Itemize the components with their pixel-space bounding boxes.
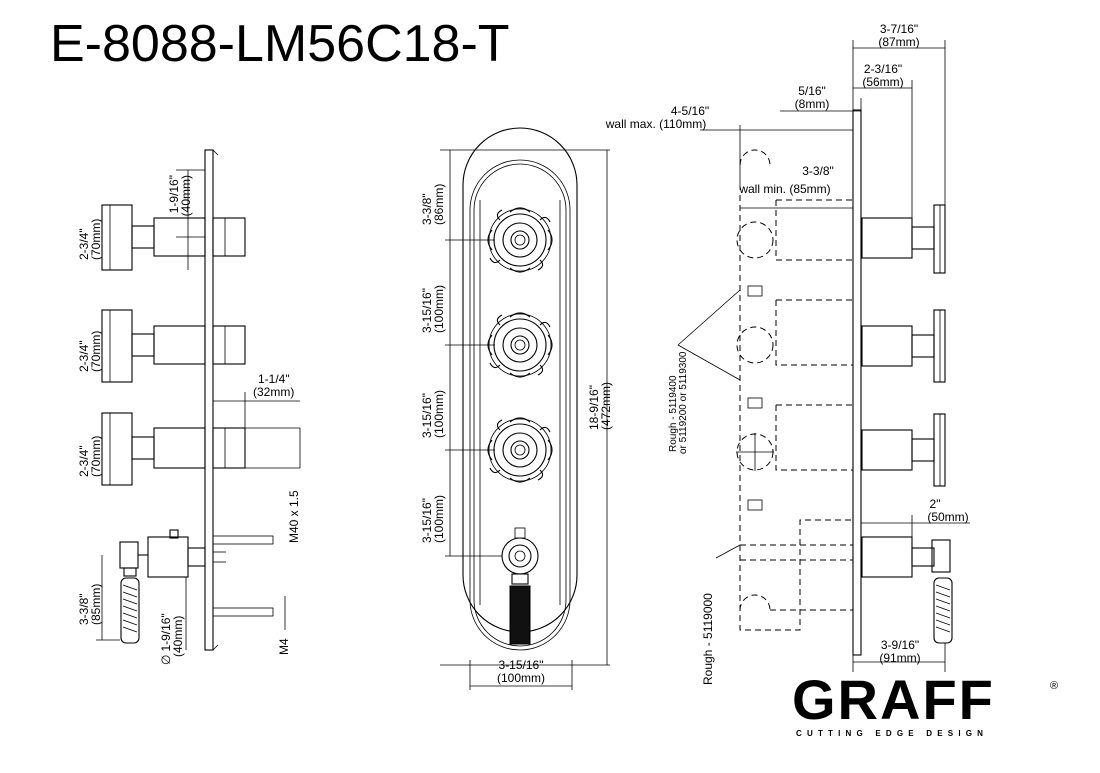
dim-projection: 1-1/4"(32mm) bbox=[253, 372, 294, 399]
diverter-lever-front bbox=[501, 527, 539, 645]
rough-diverter-label: Rough - 5119000 bbox=[701, 593, 715, 685]
dim-front-spacing-3: 3-15/16"(100mm) bbox=[420, 495, 446, 543]
dim-valve-1: 2-3/4"(70mm) bbox=[77, 219, 103, 260]
thread-label: M40 x 1.5 bbox=[287, 490, 301, 543]
handwheel-3 bbox=[487, 417, 553, 483]
dim-front-width: 3-15/16"(100mm) bbox=[497, 658, 545, 685]
dim-valve-2: 2-3/4"(70mm) bbox=[77, 331, 103, 372]
right-valve-1 bbox=[861, 204, 946, 274]
right-valve-2 bbox=[861, 309, 946, 383]
front-view: 3-3/8"(86mm) 3-15/16"(100mm) 3-15/16"(10… bbox=[420, 127, 613, 690]
dim-right-bottom: 3-9/16"(91mm) bbox=[879, 638, 920, 665]
dim-front-height: 18-9/16"(472mm) bbox=[587, 382, 613, 430]
registered-mark: ® bbox=[1050, 680, 1059, 692]
dim-lever-proj: 2"(50mm) bbox=[927, 497, 968, 524]
rough-valves-label: Rough - 5119400or 5119200 or 5119300 bbox=[668, 351, 689, 454]
dim-right-plate: 5/16"(8mm) bbox=[795, 84, 830, 111]
brand-name: GRAFF bbox=[792, 668, 995, 731]
dim-lever-height: 3-3/8"(85mm) bbox=[77, 584, 103, 625]
dim-wall-min: 3-3/8"wall min. (85mm) bbox=[738, 164, 833, 196]
handwheel-2 bbox=[487, 312, 553, 378]
rough-in-body bbox=[736, 149, 853, 631]
side-valve-2 bbox=[101, 309, 246, 383]
model-title: E-8088-LM56C18-T bbox=[50, 15, 510, 73]
side-diverter bbox=[119, 529, 274, 644]
screw-label: M4 bbox=[277, 638, 291, 655]
dim-right-depth: 2-3/16"(56mm) bbox=[862, 62, 903, 89]
right-valve-3 bbox=[861, 413, 946, 487]
dim-valve-3: 2-3/4"(70mm) bbox=[77, 436, 103, 477]
dim-wall-max: 4-5/16"wall max. (110mm) bbox=[605, 104, 709, 131]
dim-front-spacing-2: 3-15/16"(100mm) bbox=[420, 390, 446, 438]
handwheel-1 bbox=[487, 207, 553, 273]
dim-front-spacing-1: 3-15/16"(100mm) bbox=[420, 285, 446, 333]
left-side-view: 1-9/16"(40mm) 2-3/4"(70mm) 2-3/4"(70mm) … bbox=[77, 149, 301, 665]
side-valve-3 bbox=[101, 412, 300, 486]
dim-top-spacing: 1-9/16"(40mm) bbox=[167, 175, 193, 216]
right-side-view: 3-7/16"(87mm) 2-3/16"(56mm) 5/16"(8mm) 4… bbox=[605, 22, 970, 685]
dim-front-top: 3-3/8"(86mm) bbox=[420, 184, 446, 225]
dim-right-total: 3-7/16"(87mm) bbox=[878, 22, 919, 49]
graff-logo: GRAFF ® CUTTING EDGE DESIGN bbox=[792, 668, 1064, 739]
dim-diverter: ∅1-9/16"(40mm) bbox=[159, 613, 185, 665]
right-diverter bbox=[861, 536, 953, 644]
side-valve-1 bbox=[101, 204, 246, 271]
brand-tagline: CUTTING EDGE DESIGN bbox=[796, 729, 989, 738]
